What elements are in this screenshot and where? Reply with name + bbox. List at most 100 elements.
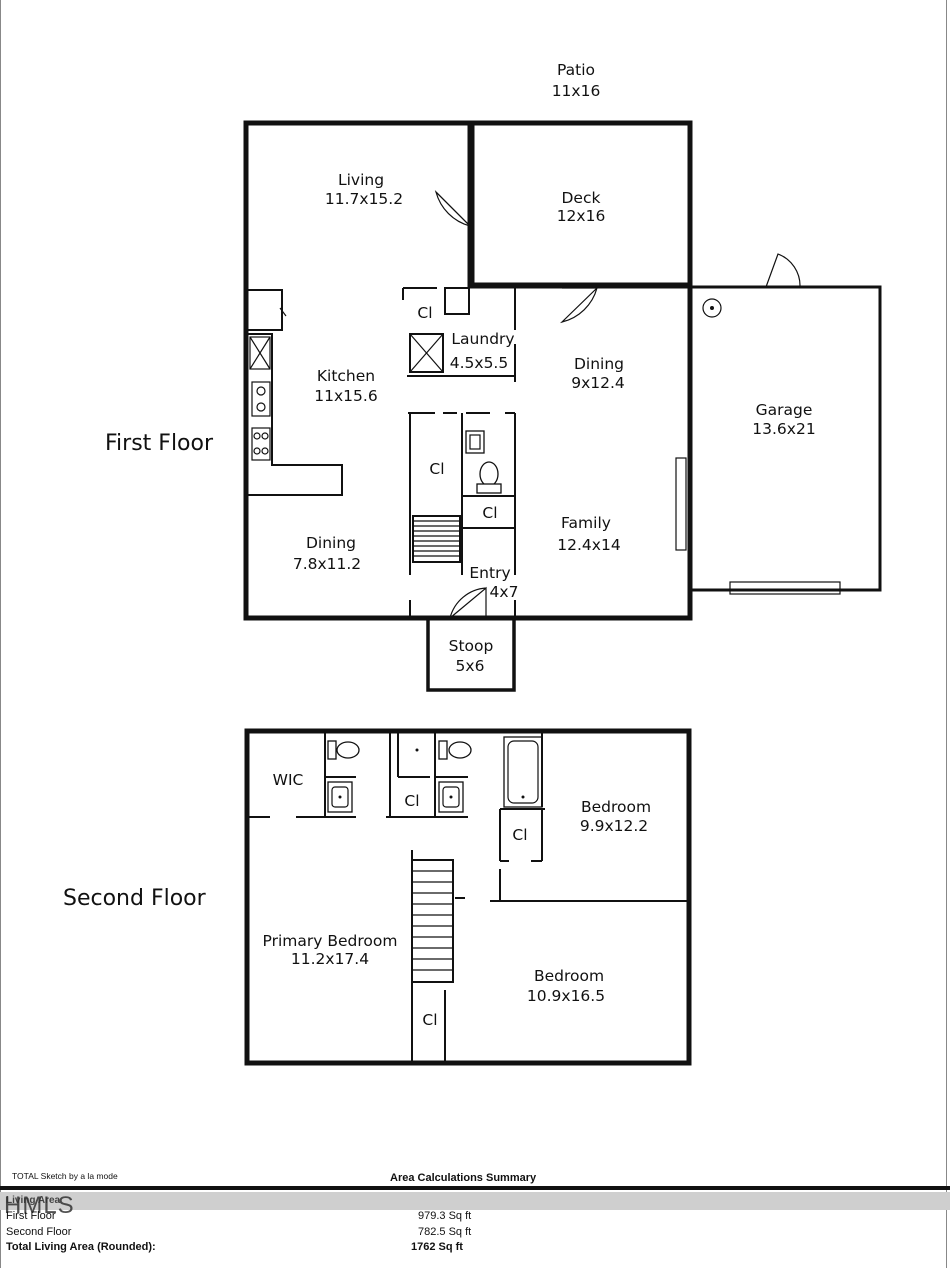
first-floor-row-label: First Floor (6, 1210, 56, 1222)
burner-2 (261, 432, 269, 440)
dining-left-size: 7.8x11.2 (293, 555, 361, 573)
second-floor-outer-wall (244, 728, 692, 1066)
sink-bowl-2 (256, 402, 266, 412)
stoop-size: 5x6 (456, 657, 485, 675)
deck-size: 12x16 (557, 207, 606, 225)
second-floor-plan: Second Floor WIC Cl Cl Bedroom 9.9x12.2 … (63, 728, 692, 1066)
bath1-toilet-tank (327, 740, 337, 760)
stair-treads (413, 520, 460, 557)
bathtub-inner (507, 740, 539, 804)
closet-laundry-label: Cl (417, 304, 432, 322)
summary-title: Area Calculations Summary (390, 1172, 537, 1184)
family-name: Family (561, 514, 611, 532)
closet-entry-label: Cl (482, 504, 497, 522)
kitchen-size: 11x15.6 (314, 387, 377, 405)
primary-bedroom-size: 11.2x17.4 (291, 950, 369, 968)
garage-outline (690, 285, 882, 592)
deck-outline (469, 120, 693, 288)
living-size: 11.7x15.2 (325, 190, 403, 208)
dining-door-swing (560, 287, 599, 324)
hmls-watermark: HMLS (4, 1192, 75, 1219)
second-floor-row-value: 782.5 Sq ft (418, 1226, 472, 1238)
bath2-toilet (448, 741, 472, 759)
page-border-right (946, 0, 947, 1268)
first-floor-plan: First Floor Patio 11x16 Living 11.7x15.2… (105, 61, 882, 692)
summary-header-band (0, 1192, 950, 1210)
bath1-toilet (336, 741, 360, 759)
burner-4 (261, 447, 269, 455)
closet-bath-label: Cl (404, 792, 419, 810)
living-area-header: Living Area (6, 1195, 61, 1206)
second-floor-stairs (411, 859, 454, 983)
garage-side-window (675, 457, 687, 551)
second-floor-label: Second Floor (63, 886, 207, 911)
powder-sink-bowl (469, 434, 481, 450)
fridge (249, 336, 271, 370)
powder-toilet-tank (476, 483, 502, 494)
kitchen-upper-counter (248, 289, 283, 331)
burner-1 (253, 432, 261, 440)
entry-door-swing (449, 586, 487, 619)
entry-size: 4x7 (490, 583, 519, 601)
dining-right-name: Dining (574, 355, 624, 373)
page-border-left (0, 0, 1, 1268)
water-heater-dot (710, 306, 714, 310)
patio-size: 11x16 (552, 82, 601, 100)
drain (521, 795, 525, 799)
deck-name: Deck (562, 189, 601, 207)
bathtub (503, 736, 543, 808)
bath2-sink-bowl (442, 786, 460, 808)
laundry-size: 4.5x5.5 (450, 354, 508, 372)
stoop-outline (426, 618, 516, 692)
sink-bowl-1 (256, 386, 266, 396)
dining-left-name: Dining (306, 534, 356, 552)
stove (251, 427, 271, 461)
floor-plan: First Floor Patio 11x16 Living 11.7x15.2… (63, 61, 882, 1066)
primary-bedroom-name: Primary Bedroom (263, 932, 398, 950)
patio-name: Patio (557, 61, 595, 79)
garage-door (729, 581, 841, 595)
stoop-name: Stoop (449, 637, 494, 655)
bath2-toilet-tank (438, 740, 448, 760)
family-size: 12.4x14 (557, 536, 620, 554)
second-floor-row-label: Second Floor (6, 1226, 72, 1238)
dining-right-size: 9x12.4 (571, 374, 625, 392)
wic-label: WIC (273, 771, 304, 789)
powder-sink (465, 430, 485, 454)
burner-3 (253, 447, 261, 455)
first-floor-label: First Floor (105, 431, 214, 456)
fridge-cross2 (249, 336, 271, 370)
kitchen-counter (248, 333, 343, 496)
kitchen-name: Kitchen (317, 367, 375, 385)
bath1-sink-bowl (331, 786, 349, 808)
summary-top-rule (0, 1186, 950, 1190)
garage-name: Garage (756, 401, 813, 419)
washer-cross2 (409, 333, 444, 373)
total-living-area-label: Total Living Area (Rounded): (6, 1241, 156, 1253)
second-stair-treads (412, 870, 453, 971)
total-living-area-value: 1762 Sq ft (411, 1241, 463, 1253)
closet-bedroom-label: Cl (512, 826, 527, 844)
garage-size: 13.6x21 (752, 420, 815, 438)
closet-stair-label: Cl (429, 460, 444, 478)
counter-mark (279, 307, 287, 317)
first-floor-row-value: 979.3 Sq ft (418, 1210, 472, 1222)
drain (338, 795, 342, 799)
bedroom-b-size: 10.9x16.5 (527, 987, 605, 1005)
powder-toilet (479, 461, 499, 487)
closet-hall-label: Cl (422, 1011, 437, 1029)
garage-entry-door-swing (765, 253, 801, 288)
dot (415, 748, 419, 752)
laundry-name: Laundry (451, 330, 514, 348)
software-credit: TOTAL Sketch by a la mode (12, 1171, 118, 1181)
entry-name: Entry (469, 564, 510, 582)
water-heater (702, 298, 722, 318)
laundry-washer (409, 333, 444, 373)
bedroom-b-name: Bedroom (534, 967, 604, 985)
living-name: Living (338, 171, 384, 189)
laundry-chase (444, 287, 470, 315)
bedroom-a-size: 9.9x12.2 (580, 817, 648, 835)
bedroom-a-name: Bedroom (581, 798, 651, 816)
first-floor-stairs (412, 515, 461, 563)
living-door-leaf (435, 191, 471, 227)
